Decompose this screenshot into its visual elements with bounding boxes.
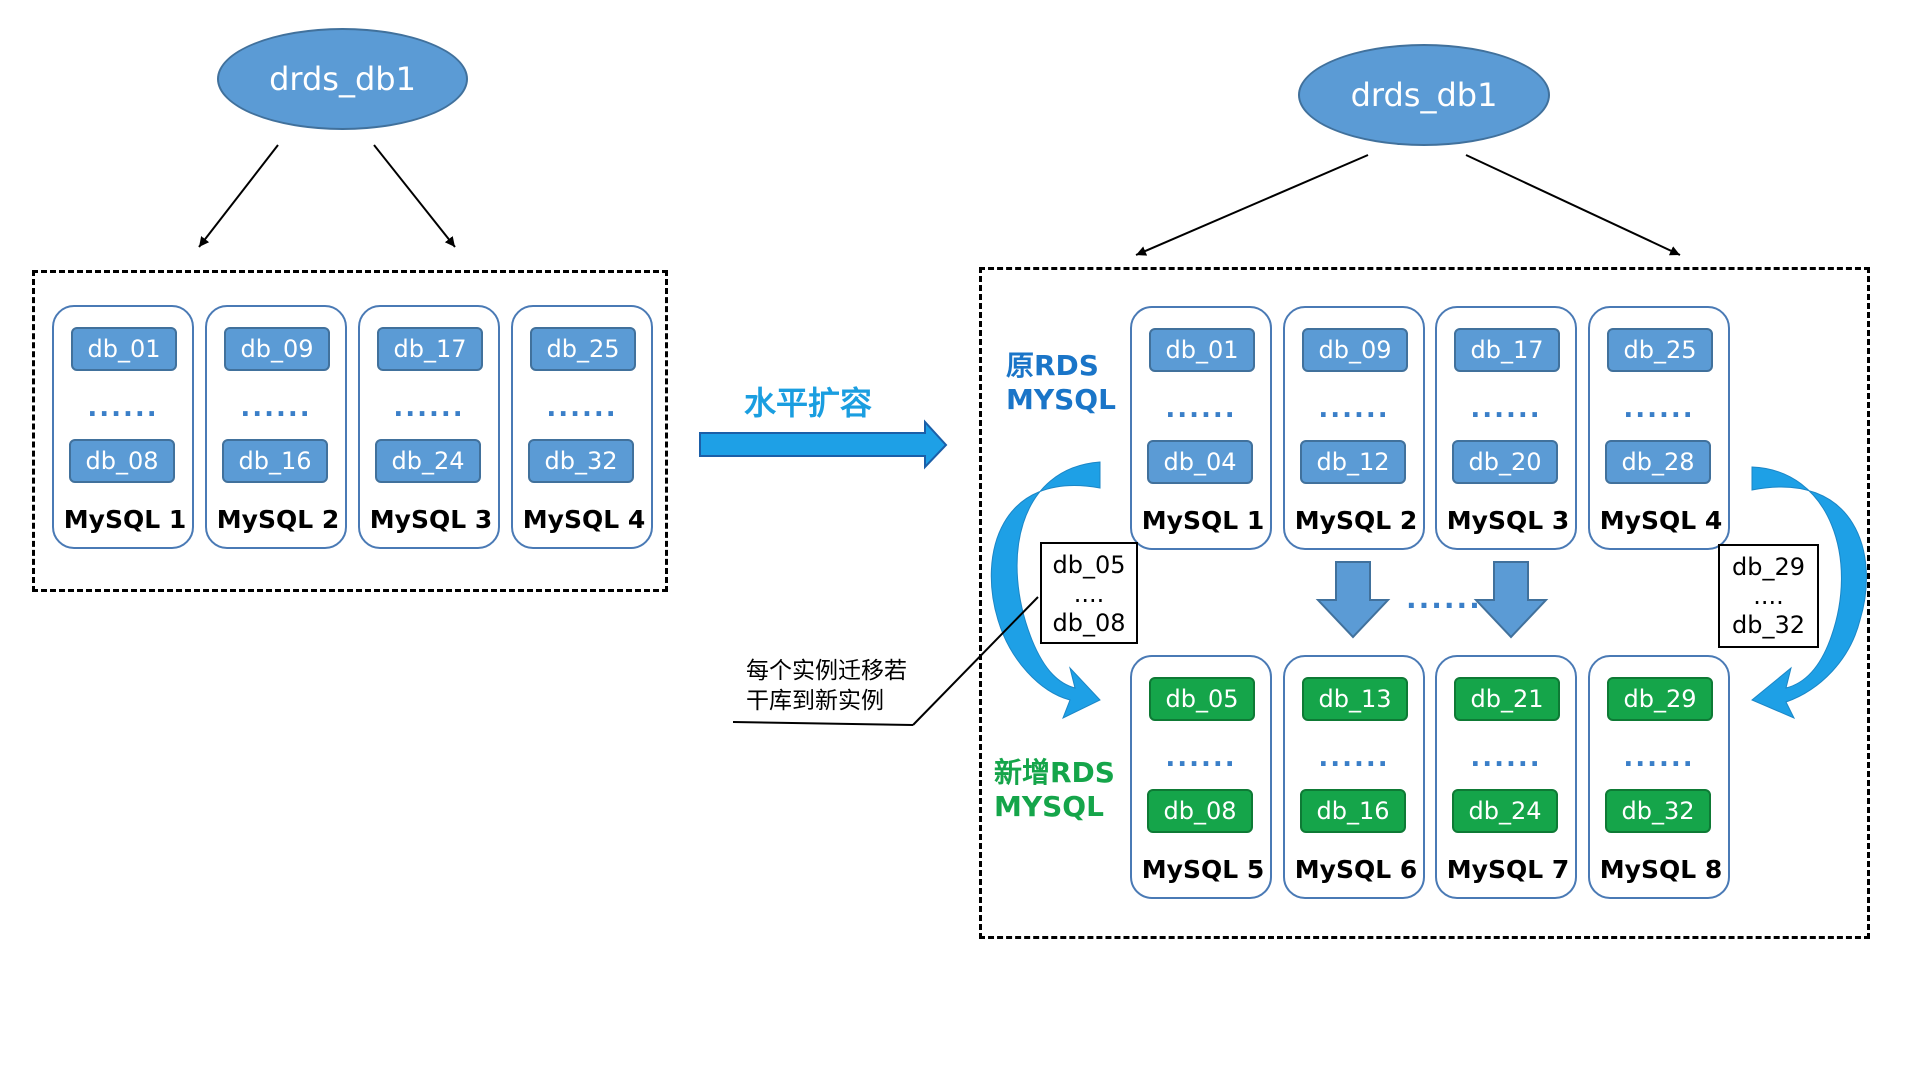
callout-pointer-line — [912, 596, 1039, 726]
ellipsis-dots: ...... — [1165, 394, 1237, 424]
left-instance-2: db_09 ...... db_16 MySQL 2 — [205, 305, 347, 549]
db-pill: db_17 — [1454, 328, 1560, 372]
db-pill: db_25 — [530, 327, 636, 371]
root-node-right: drds_db1 — [1298, 44, 1550, 146]
ellipsis-dots: ...... — [1623, 743, 1695, 773]
migrate-box-right-bottom: db_32 — [1731, 611, 1805, 639]
db-pill: db_08 — [1147, 789, 1253, 833]
ellipsis-dots: ...... — [1470, 743, 1542, 773]
ellipsis-dots: ...... — [1318, 743, 1390, 773]
migrate-box-right: db_29 .... db_32 — [1718, 544, 1819, 648]
db-pill: db_16 — [1300, 789, 1406, 833]
left-instance-4: db_25 ...... db_32 MySQL 4 — [511, 305, 653, 549]
right-connector-arrow-1 — [1135, 154, 1369, 256]
db-pill: db_01 — [71, 327, 177, 371]
callout-underline — [732, 721, 914, 726]
instance-label: MySQL 7 — [1446, 855, 1570, 884]
migrate-box-right-top: db_29 — [1731, 553, 1805, 581]
ellipsis-dots: ...... — [1470, 394, 1542, 424]
down-arrow-icon-1 — [1315, 561, 1391, 639]
migration-callout-line2: 干库到新实例 — [746, 688, 884, 714]
expand-arrow-icon — [699, 419, 948, 470]
ellipsis-dots: ...... — [546, 393, 618, 423]
migrate-box-left-top: db_05 — [1052, 551, 1126, 579]
root-node-right-label: drds_db1 — [1350, 76, 1498, 114]
left-connector-arrow-1 — [198, 144, 279, 248]
db-pill: db_24 — [375, 439, 481, 483]
instance-label: MySQL 2 — [1294, 506, 1418, 535]
db-pill: db_28 — [1605, 440, 1711, 484]
db-pill: db_04 — [1147, 440, 1253, 484]
new-instance-8: db_29 ...... db_32 MySQL 8 — [1588, 655, 1730, 899]
migrate-box-left-mid: .... — [1073, 580, 1105, 608]
ellipsis-dots: ...... — [87, 393, 159, 423]
db-pill: db_20 — [1452, 440, 1558, 484]
left-instance-3: db_17 ...... db_24 MySQL 3 — [358, 305, 500, 549]
migration-callout-line1: 每个实例迁移若 — [746, 658, 907, 684]
instance-label: MySQL 5 — [1141, 855, 1265, 884]
migrate-box-left: db_05 .... db_08 — [1040, 542, 1138, 644]
original-rds-label-line1: 原RDS — [1006, 349, 1099, 382]
instance-label: MySQL 1 — [1141, 506, 1265, 535]
migrate-box-right-mid: .... — [1753, 582, 1784, 610]
db-pill: db_32 — [528, 439, 634, 483]
new-rds-label-line2: MYSQL — [994, 790, 1104, 823]
new-instance-5: db_05 ...... db_08 MySQL 5 — [1130, 655, 1272, 899]
migrate-curve-right-icon — [1751, 466, 1867, 719]
root-node-left-label: drds_db1 — [269, 60, 416, 98]
db-pill: db_25 — [1607, 328, 1713, 372]
instance-label: MySQL 4 — [522, 505, 646, 534]
left-connector-arrow-2 — [373, 144, 456, 248]
migrate-curve-left-icon — [990, 461, 1101, 720]
original-rds-label: 原RDS MYSQL — [1006, 349, 1116, 417]
instance-label: MySQL 3 — [369, 505, 493, 534]
db-pill: db_24 — [1452, 789, 1558, 833]
down-arrow-icon-2 — [1473, 561, 1549, 639]
ellipsis-dots: ...... — [240, 393, 312, 423]
original-instance-4: db_25 ...... db_28 MySQL 4 — [1588, 306, 1730, 550]
ellipsis-dots: ...... — [1318, 394, 1390, 424]
instance-label: MySQL 3 — [1446, 506, 1570, 535]
original-instance-3: db_17 ...... db_20 MySQL 3 — [1435, 306, 1577, 550]
between-arrows-dots: ...... — [1406, 582, 1482, 615]
db-pill: db_08 — [69, 439, 175, 483]
instance-label: MySQL 1 — [63, 505, 187, 534]
left-instance-1: db_01 ...... db_08 MySQL 1 — [52, 305, 194, 549]
db-pill: db_16 — [222, 439, 328, 483]
db-pill: db_09 — [1302, 328, 1408, 372]
new-rds-label: 新增RDS MYSQL — [994, 756, 1115, 824]
migrate-box-left-bottom: db_08 — [1052, 609, 1126, 637]
root-node-left: drds_db1 — [217, 28, 468, 130]
original-rds-label-line2: MYSQL — [1006, 383, 1116, 416]
db-pill: db_05 — [1149, 677, 1255, 721]
ellipsis-dots: ...... — [1165, 743, 1237, 773]
expand-label: 水平扩容 — [744, 384, 873, 422]
db-pill: db_21 — [1454, 677, 1560, 721]
original-instance-1: db_01 ...... db_04 MySQL 1 — [1130, 306, 1272, 550]
db-pill: db_12 — [1300, 440, 1406, 484]
instance-label: MySQL 6 — [1294, 855, 1418, 884]
ellipsis-dots: ...... — [1623, 394, 1695, 424]
new-instance-7: db_21 ...... db_24 MySQL 7 — [1435, 655, 1577, 899]
ellipsis-dots: ...... — [393, 393, 465, 423]
migration-callout: 每个实例迁移若 干库到新实例 — [746, 656, 907, 716]
db-pill: db_32 — [1605, 789, 1711, 833]
db-pill: db_29 — [1607, 677, 1713, 721]
db-pill: db_17 — [377, 327, 483, 371]
new-rds-label-line1: 新增RDS — [994, 756, 1115, 789]
instance-label: MySQL 2 — [216, 505, 340, 534]
db-pill: db_13 — [1302, 677, 1408, 721]
db-pill: db_01 — [1149, 328, 1255, 372]
left-cluster-frame — [32, 270, 668, 592]
instance-label: MySQL 4 — [1599, 506, 1723, 535]
new-instance-6: db_13 ...... db_16 MySQL 6 — [1283, 655, 1425, 899]
db-pill: db_09 — [224, 327, 330, 371]
instance-label: MySQL 8 — [1599, 855, 1723, 884]
right-cluster-frame — [979, 267, 1870, 939]
original-instance-2: db_09 ...... db_12 MySQL 2 — [1283, 306, 1425, 550]
right-connector-arrow-2 — [1465, 154, 1681, 256]
